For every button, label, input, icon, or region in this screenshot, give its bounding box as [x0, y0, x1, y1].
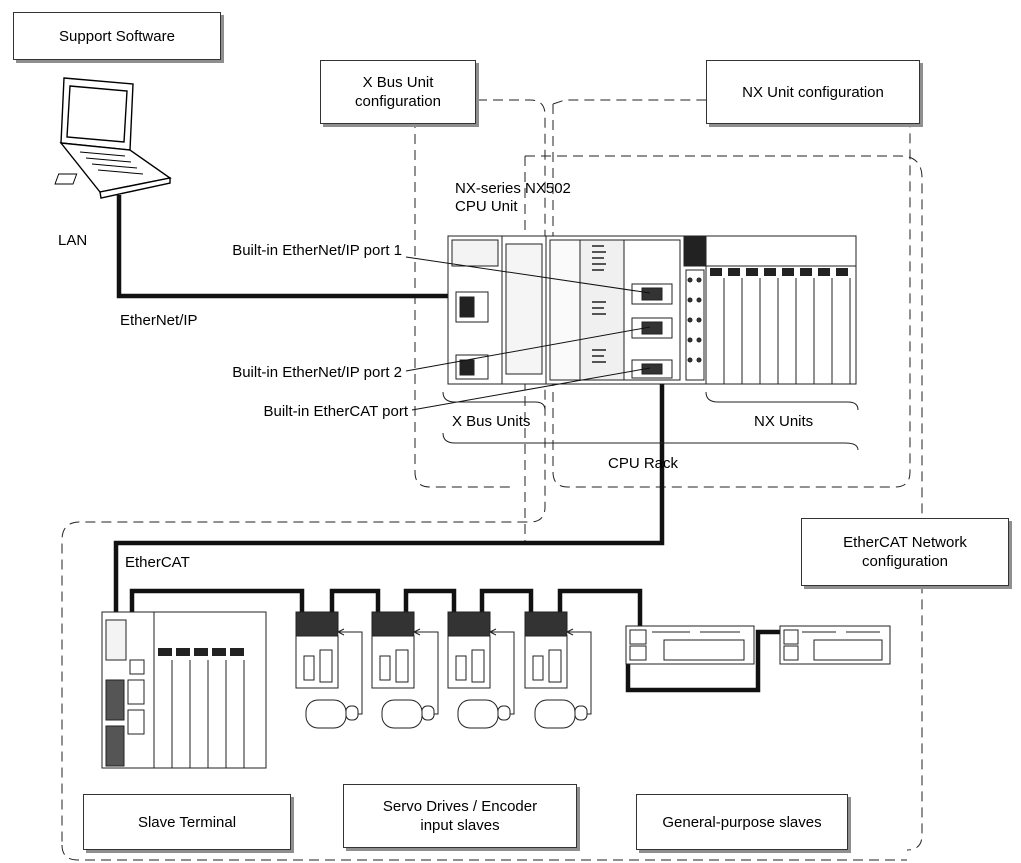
cpu-rack	[447, 235, 857, 385]
servo-drive-4	[524, 611, 592, 729]
ethercat-label: EtherCAT	[125, 554, 190, 571]
xbus-config-region	[61, 99, 546, 845]
servo-drive-3	[447, 611, 515, 729]
ethercat-daisy-chain	[129, 588, 643, 626]
general-slave-2	[779, 625, 891, 665]
xbus-units-label: X Bus Units	[452, 413, 531, 430]
ethercat-port-label: Built-in EtherCAT port	[263, 403, 409, 420]
cpu-rack-brace	[442, 432, 859, 451]
nx-units-label: NX Units	[754, 413, 814, 430]
cpu-unit-label: NX-series NX502 CPU Unit	[455, 180, 571, 215]
servo-drive-2	[371, 611, 439, 729]
servo-drive-1	[295, 611, 363, 729]
xbus-units-brace	[442, 391, 546, 411]
nx-unit-config-box: NX Unit configuration	[706, 60, 920, 124]
servo-drives-box: Servo Drives / Encoder input slaves	[343, 784, 577, 848]
lan-label: LAN	[58, 232, 88, 249]
cpu-rack-label: CPU Rack	[608, 455, 679, 472]
general-purpose-slaves-box: General-purpose slaves	[636, 794, 848, 850]
nx-unit-config-region	[552, 99, 911, 488]
laptop-icon	[54, 77, 172, 199]
slave-terminal-box: Slave Terminal	[83, 794, 291, 850]
ethernet-ip-label: EtherNet/IP	[120, 312, 198, 329]
general-purpose-slave-devices	[625, 625, 891, 665]
ethercat-network-config-box: EtherCAT Network configuration	[801, 518, 1009, 586]
group-braces	[442, 391, 859, 451]
port-leader-lines	[405, 256, 651, 411]
ethercat-trunk-cable	[113, 376, 665, 617]
nx-units-brace	[705, 391, 859, 411]
servo-drives	[295, 611, 592, 729]
port2-label: Built-in EtherNet/IP port 2	[232, 364, 402, 381]
general-slave-link	[625, 629, 787, 693]
xbus-unit-config-box: X Bus Unit configuration	[320, 60, 476, 124]
port1-label: Built-in EtherNet/IP port 1	[232, 242, 402, 259]
support-software-box: Support Software	[13, 12, 221, 60]
slave-terminal-device	[101, 611, 267, 769]
general-slave-1	[625, 625, 755, 665]
